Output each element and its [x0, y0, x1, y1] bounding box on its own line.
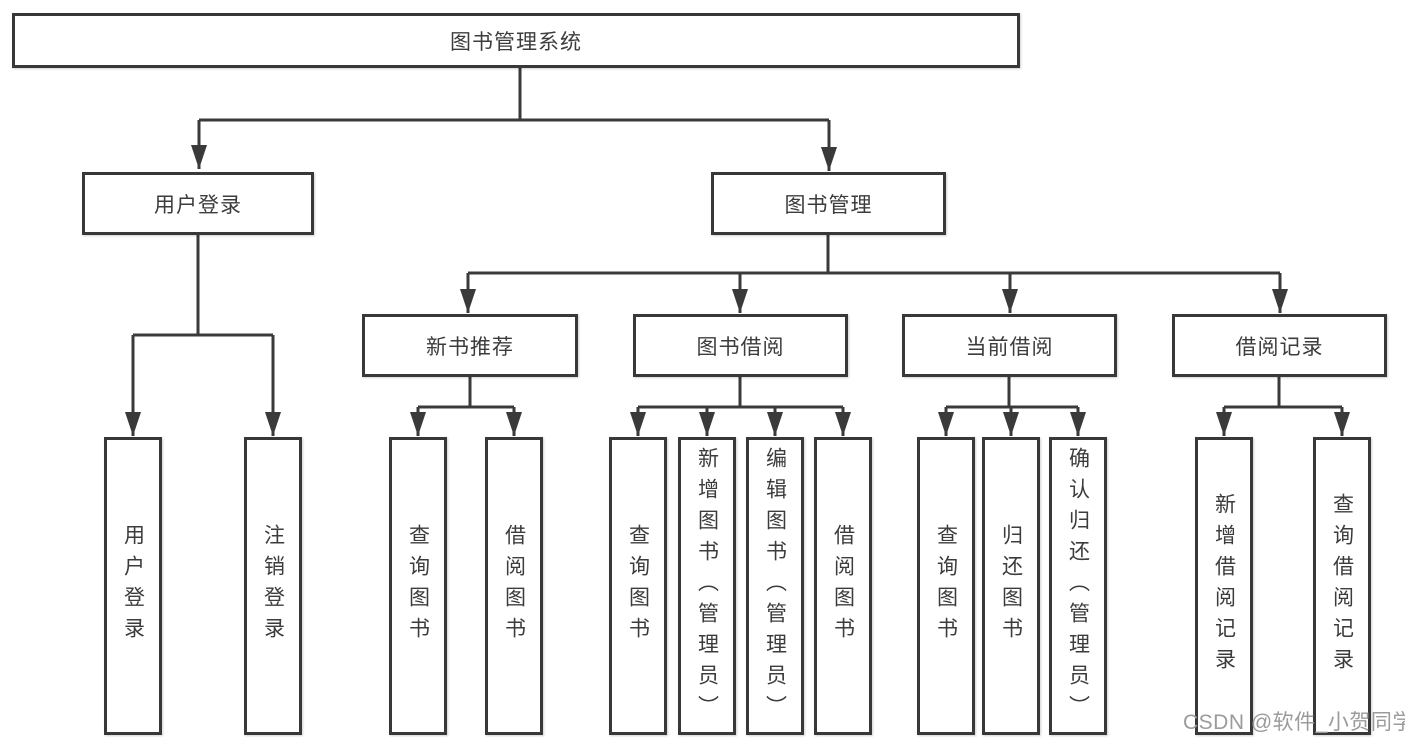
- node-root-system: 图书管理系统: [12, 13, 1020, 68]
- leaf-return-books-label: 归还图书: [999, 524, 1023, 648]
- leaf-logout: 注销登录: [244, 437, 302, 735]
- csdn-watermark: CSDN @软件_小贺同学: [1183, 711, 1405, 734]
- leaf-add-borrow-record-label: 新增借阅记录: [1212, 493, 1236, 679]
- leaf-add-books-admin-label: 新增图书（管理员）: [695, 446, 719, 726]
- leaf-confirm-return-admin: 确认归还（管理员）: [1049, 437, 1107, 735]
- leaf-return-books: 归还图书: [982, 437, 1040, 735]
- leaf-add-borrow-record: 新增借阅记录: [1195, 437, 1253, 735]
- leaf-confirm-return-admin-label: 确认归还（管理员）: [1066, 446, 1090, 726]
- leaf-logout-label: 注销登录: [261, 524, 285, 648]
- leaf-add-books-admin: 新增图书（管理员）: [678, 437, 736, 735]
- leaf-borrowing-query-books: 查询图书: [609, 437, 667, 735]
- leaf-current-query-books: 查询图书: [917, 437, 975, 735]
- leaf-user-login-label: 用户登录: [121, 524, 145, 648]
- leaf-user-login: 用户登录: [104, 437, 162, 735]
- leaf-newbooks-borrow-books-label: 借阅图书: [502, 524, 526, 648]
- node-new-book-recommend: 新书推荐: [362, 314, 578, 377]
- node-book-borrowing: 图书借阅: [633, 314, 848, 377]
- leaf-newbooks-borrow-books: 借阅图书: [485, 437, 543, 735]
- leaf-borrowing-borrow-books-label: 借阅图书: [831, 524, 855, 648]
- node-current-borrowing: 当前借阅: [902, 314, 1117, 377]
- leaf-newbooks-query-books: 查询图书: [389, 437, 447, 735]
- leaf-edit-books-admin: 编辑图书（管理员）: [746, 437, 804, 735]
- leaf-current-query-books-label: 查询图书: [934, 524, 958, 648]
- node-borrow-records: 借阅记录: [1172, 314, 1387, 377]
- node-user-login: 用户登录: [82, 172, 314, 235]
- leaf-query-borrow-record: 查询借阅记录: [1313, 437, 1371, 735]
- leaf-newbooks-query-books-label: 查询图书: [406, 524, 430, 648]
- leaf-edit-books-admin-label: 编辑图书（管理员）: [763, 446, 787, 726]
- leaf-borrowing-borrow-books: 借阅图书: [814, 437, 872, 735]
- leaf-borrowing-query-books-label: 查询图书: [626, 524, 650, 648]
- leaf-query-borrow-record-label: 查询借阅记录: [1330, 493, 1354, 679]
- node-book-management: 图书管理: [711, 172, 946, 235]
